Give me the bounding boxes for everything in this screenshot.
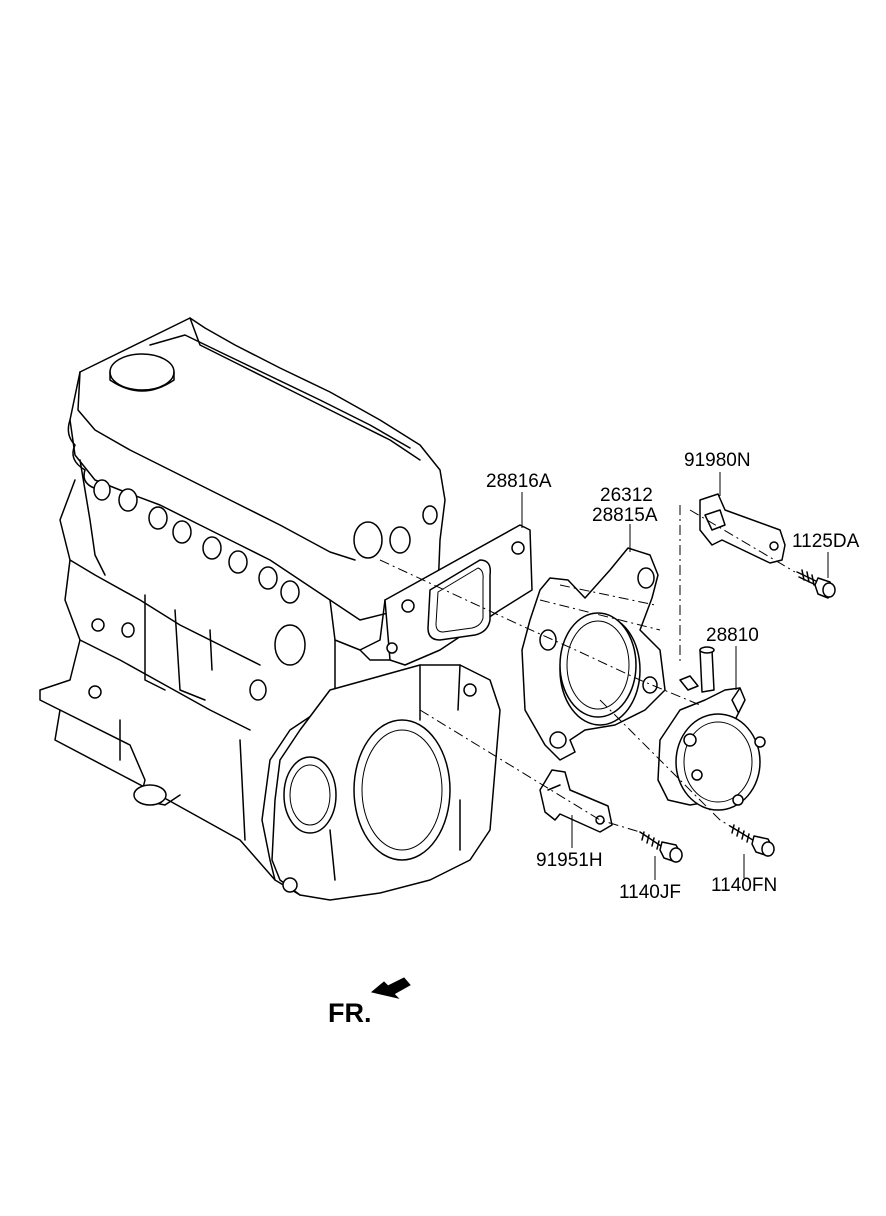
leader-lines — [521, 472, 829, 880]
timing-cover — [271, 664, 501, 901]
gasket-28815a — [559, 612, 637, 718]
part-label-91951h: 91951H — [536, 850, 603, 871]
bracket-91951h — [539, 769, 613, 833]
engine-block — [39, 317, 446, 896]
assembly-centerlines — [379, 505, 796, 833]
gasket-28816a — [384, 524, 533, 666]
bolt-1140jf — [639, 831, 683, 863]
part-label-26312: 26312 — [600, 485, 653, 506]
bolt-1125da — [796, 569, 836, 599]
vacuum-pump-28810 — [657, 646, 766, 811]
part-label-28816a: 28816A — [486, 471, 552, 492]
part-label-1140fn: 1140FN — [711, 875, 778, 896]
front-direction-label: FR. — [328, 998, 372, 1028]
part-label-1125da: 1125DA — [792, 531, 860, 552]
part-label-28815a: 28815A — [592, 505, 658, 526]
front-direction-arrow-icon — [370, 977, 411, 999]
bracket-91980n — [699, 493, 786, 564]
part-label-1140jf: 1140JF — [619, 882, 681, 903]
part-label-91980n: 91980N — [684, 450, 751, 471]
bolt-1140fn — [729, 824, 775, 857]
part-label-28810: 28810 — [706, 625, 759, 646]
